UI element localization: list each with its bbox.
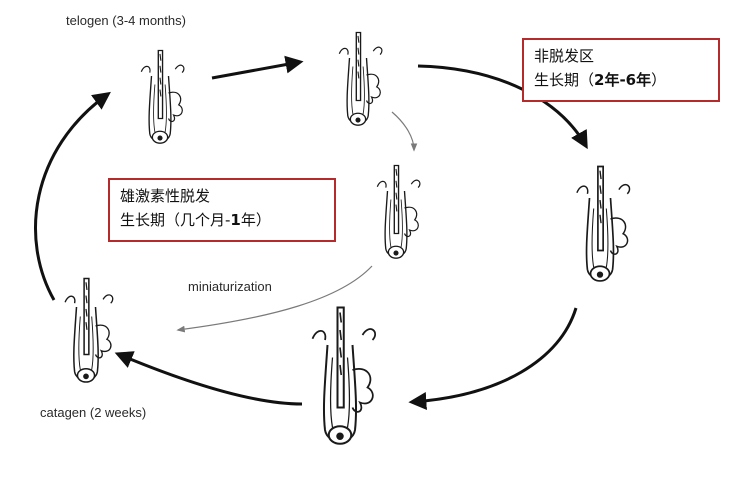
non-alopecia-title: 非脱发区 bbox=[534, 47, 595, 65]
androgenic-anagen: 生长期（几个月-1年） bbox=[120, 211, 271, 229]
arrow-miniaturization bbox=[176, 265, 373, 333]
arrow-to-miniaturized-anagen bbox=[391, 111, 418, 152]
hair-follicle-icon bbox=[338, 31, 383, 126]
arrow-catagen-to-telogen bbox=[34, 91, 111, 301]
hair-follicle-icon bbox=[576, 165, 631, 282]
arrow-to-catagen bbox=[114, 351, 303, 406]
hair-follicle-icon bbox=[311, 306, 377, 445]
non-alopecia-box: 非脱发区 生长期（2年-6年） bbox=[522, 38, 720, 102]
catagen-label: catagen (2 weeks) bbox=[40, 405, 147, 420]
arrow-telogen-to-early-anagen bbox=[211, 55, 304, 80]
hair-follicle-icon bbox=[140, 49, 185, 144]
non-alopecia-anagen: 生长期（2年-6年） bbox=[534, 71, 667, 89]
telogen-label: telogen (3-4 months) bbox=[66, 13, 186, 28]
androgenic-title: 雄激素性脱发 bbox=[120, 187, 211, 205]
hair-follicle-icon bbox=[64, 277, 114, 383]
androgenic-alopecia-box: 雄激素性脱发 生长期（几个月-1年） bbox=[108, 178, 336, 242]
miniaturization-label: miniaturization bbox=[188, 279, 272, 294]
arrow-anagen-to-catagen-transition bbox=[408, 307, 578, 410]
hair-follicle-icon bbox=[376, 164, 421, 259]
